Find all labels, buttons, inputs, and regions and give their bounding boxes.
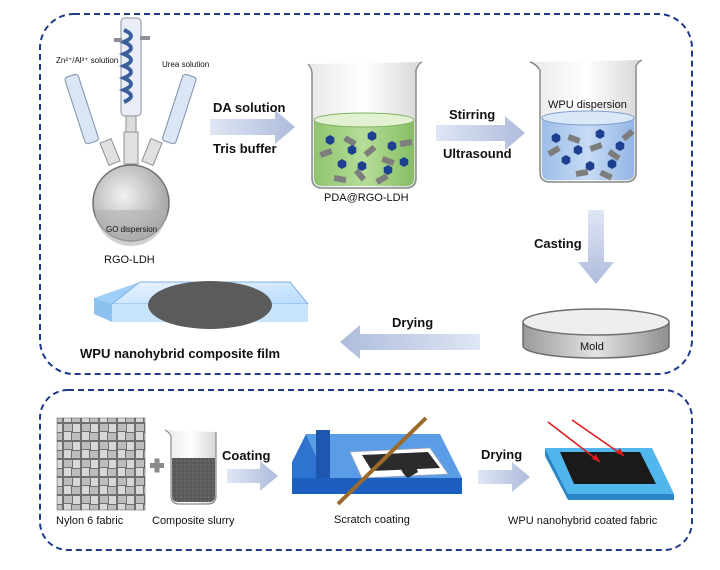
- arrow-da-solution: [210, 110, 295, 144]
- arrow-stirring: [436, 116, 525, 150]
- mold-label: Mold: [580, 341, 604, 353]
- rgo-sheet: [375, 173, 389, 185]
- arrow1-label-bottom: Tris buffer: [213, 141, 277, 156]
- rgo-sheet: [621, 128, 635, 142]
- ldh-hexagon: [383, 165, 393, 175]
- rgo-sheet: [353, 168, 367, 182]
- rgo-sheet: [343, 135, 357, 147]
- scratch-caption: Scratch coating: [334, 514, 410, 526]
- ldh-hexagon: [387, 141, 397, 151]
- ldh-hexagon: [573, 145, 583, 155]
- ldh-hexagon: [561, 155, 571, 165]
- ldh-hexagon: [357, 161, 367, 171]
- arrow-drying-bottom: [478, 462, 530, 492]
- arrow2-label-top: Stirring: [449, 107, 496, 122]
- coated-fabric: [545, 419, 674, 500]
- right-funnel-label: Urea solution: [162, 60, 210, 69]
- rgo-sheet: [547, 145, 561, 157]
- arrow2-label-bottom: Ultrasound: [443, 146, 512, 161]
- arrow-casting: [578, 210, 614, 284]
- ldh-hexagon: [551, 133, 561, 143]
- rgo-sheet: [381, 156, 395, 166]
- fabric-caption: Nylon 6 fabric: [56, 515, 124, 527]
- rgo-sheet: [599, 169, 613, 181]
- flask-content-label: GO dispersion: [106, 225, 158, 234]
- ldh-hexagon: [367, 131, 377, 141]
- ldh-hexagon: [607, 159, 617, 169]
- rgo-sheet: [575, 169, 589, 177]
- plus-sign: [150, 458, 164, 473]
- slurry-beaker: [164, 429, 217, 505]
- ldh-hexagon: [615, 141, 625, 151]
- arrow-drying-top: [340, 325, 480, 359]
- beaker-pda-rgo-ldh: [307, 61, 423, 189]
- composite-film: [94, 281, 310, 329]
- arrow3-label: Casting: [534, 236, 582, 251]
- top-panel-border: [39, 13, 693, 375]
- ldh-hexagon: [585, 161, 595, 171]
- arrow1-label-top: DA solution: [213, 100, 286, 115]
- beaker2-content-label: WPU dispersion: [548, 99, 627, 111]
- arrow4-label: Drying: [392, 315, 434, 330]
- coated-caption: WPU nanohybrid coated fabric: [508, 515, 658, 527]
- drying-bottom-label: Drying: [481, 447, 523, 462]
- rgo-sheet: [607, 149, 621, 161]
- ldh-hexagon: [399, 157, 409, 167]
- ldh-hexagon: [347, 145, 357, 155]
- coating-label: Coating: [222, 448, 271, 463]
- film-caption: WPU nanohybrid composite film: [80, 346, 281, 361]
- three-neck-flask: [64, 17, 197, 246]
- nylon-fabric: [56, 417, 146, 511]
- beaker1-caption: PDA@RGO-LDH: [324, 192, 409, 204]
- ldh-hexagon: [325, 135, 335, 145]
- slurry-caption: Composite slurry: [152, 515, 235, 527]
- ldh-hexagon: [337, 159, 347, 169]
- rgo-sheet: [319, 148, 333, 158]
- rgo-sheet: [567, 134, 581, 144]
- mold: [522, 308, 670, 359]
- left-funnel-label: Zn²⁺/Al³⁺ solution: [56, 56, 119, 65]
- rgo-sheet: [399, 139, 413, 147]
- ldh-hexagon: [595, 129, 605, 139]
- arrow-coating: [227, 461, 278, 491]
- scratch-coating-device: [292, 416, 462, 506]
- beaker-wpu-dispersion: [529, 59, 643, 183]
- bottom-panel-border: [39, 389, 693, 551]
- flask-caption: RGO-LDH: [104, 254, 155, 266]
- rgo-sheet: [333, 175, 347, 183]
- rgo-sheet: [589, 142, 603, 152]
- rgo-sheet: [363, 144, 377, 158]
